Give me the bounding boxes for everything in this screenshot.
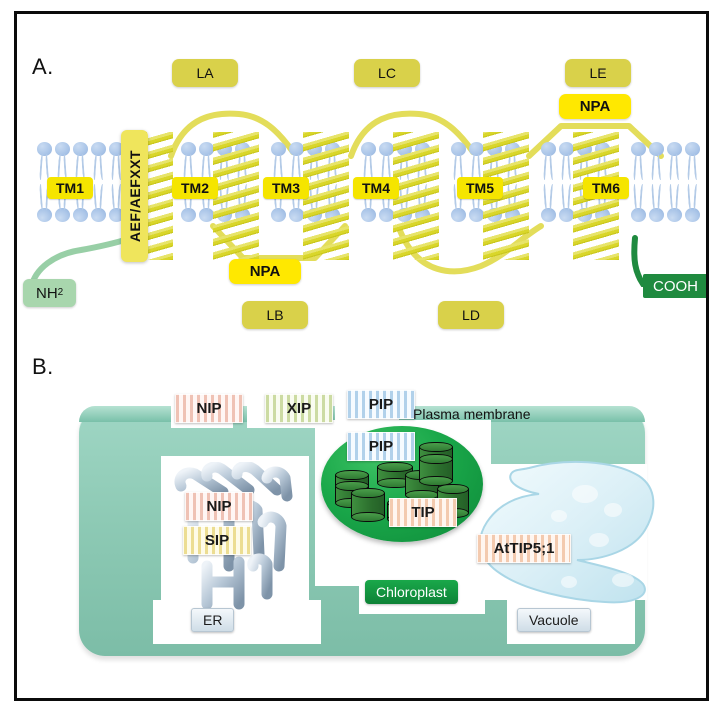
vacuole-shape [473, 456, 659, 606]
aef-motif-text: AEF/AEFXXT [126, 149, 143, 243]
loop-le-path [525, 110, 665, 159]
loop-lb-label: LB [242, 301, 308, 329]
granum-3 [377, 462, 413, 488]
panel-b-letter: B. [32, 354, 54, 379]
granum-2 [351, 488, 385, 522]
tm4-label: TM4 [353, 177, 399, 199]
pm-aquaporin-pip: PIP [347, 390, 415, 419]
c-terminus-label: COOH [643, 274, 706, 298]
tm5-label: TM5 [457, 177, 503, 199]
loop-ld-label: LD [438, 301, 504, 329]
panel-a-letter: A. [32, 54, 54, 79]
npa-label-extracellular: NPA [559, 94, 631, 119]
loop-la-label: LA [172, 59, 238, 87]
er-aquaporin-nip: NIP [185, 492, 253, 521]
helix-tm3 [303, 132, 349, 260]
tm6-label: TM6 [583, 177, 629, 199]
helix-tm5 [483, 132, 529, 260]
pm-aquaporin-xip: XIP [265, 394, 333, 423]
er-aquaporin-sip: SIP [183, 526, 251, 555]
loop-la-path [167, 110, 297, 159]
plasma-membrane-caption: Plasma membrane [413, 406, 531, 422]
loop-lc-path [347, 110, 477, 159]
n-terminus-text: NH [36, 284, 58, 302]
pm-aquaporin-nip: NIP [175, 394, 243, 423]
vacuole-aquaporin-attip5-1: AtTIP5;1 [477, 534, 571, 563]
granum-5 [419, 442, 453, 486]
panel-a: A. [17, 14, 706, 344]
chloroplast-aquaporin-tip: TIP [389, 498, 457, 527]
npa-label-intracellular: NPA [229, 259, 301, 284]
c-terminus-tail [629, 232, 699, 297]
chloroplast-name-label: Chloroplast [365, 580, 458, 604]
loop-lc-label: LC [354, 59, 420, 87]
aef-motif-label: AEF/AEFXXT [121, 130, 148, 262]
tm3-label: TM3 [263, 177, 309, 199]
panel-b: B. [17, 346, 706, 698]
n-terminus-subscript: 2 [57, 287, 64, 298]
vacuole-name-label: Vacuole [517, 608, 591, 632]
er-name-label: ER [191, 608, 235, 632]
n-terminus-tail [25, 232, 135, 297]
tm1-label: TM1 [47, 177, 93, 199]
helix-tm2 [213, 132, 259, 260]
chloroplast-aquaporin-pip: PIP [347, 432, 415, 461]
helix-tm4 [393, 132, 439, 260]
tm2-label: TM2 [172, 177, 218, 199]
loop-le-label: LE [565, 59, 631, 87]
